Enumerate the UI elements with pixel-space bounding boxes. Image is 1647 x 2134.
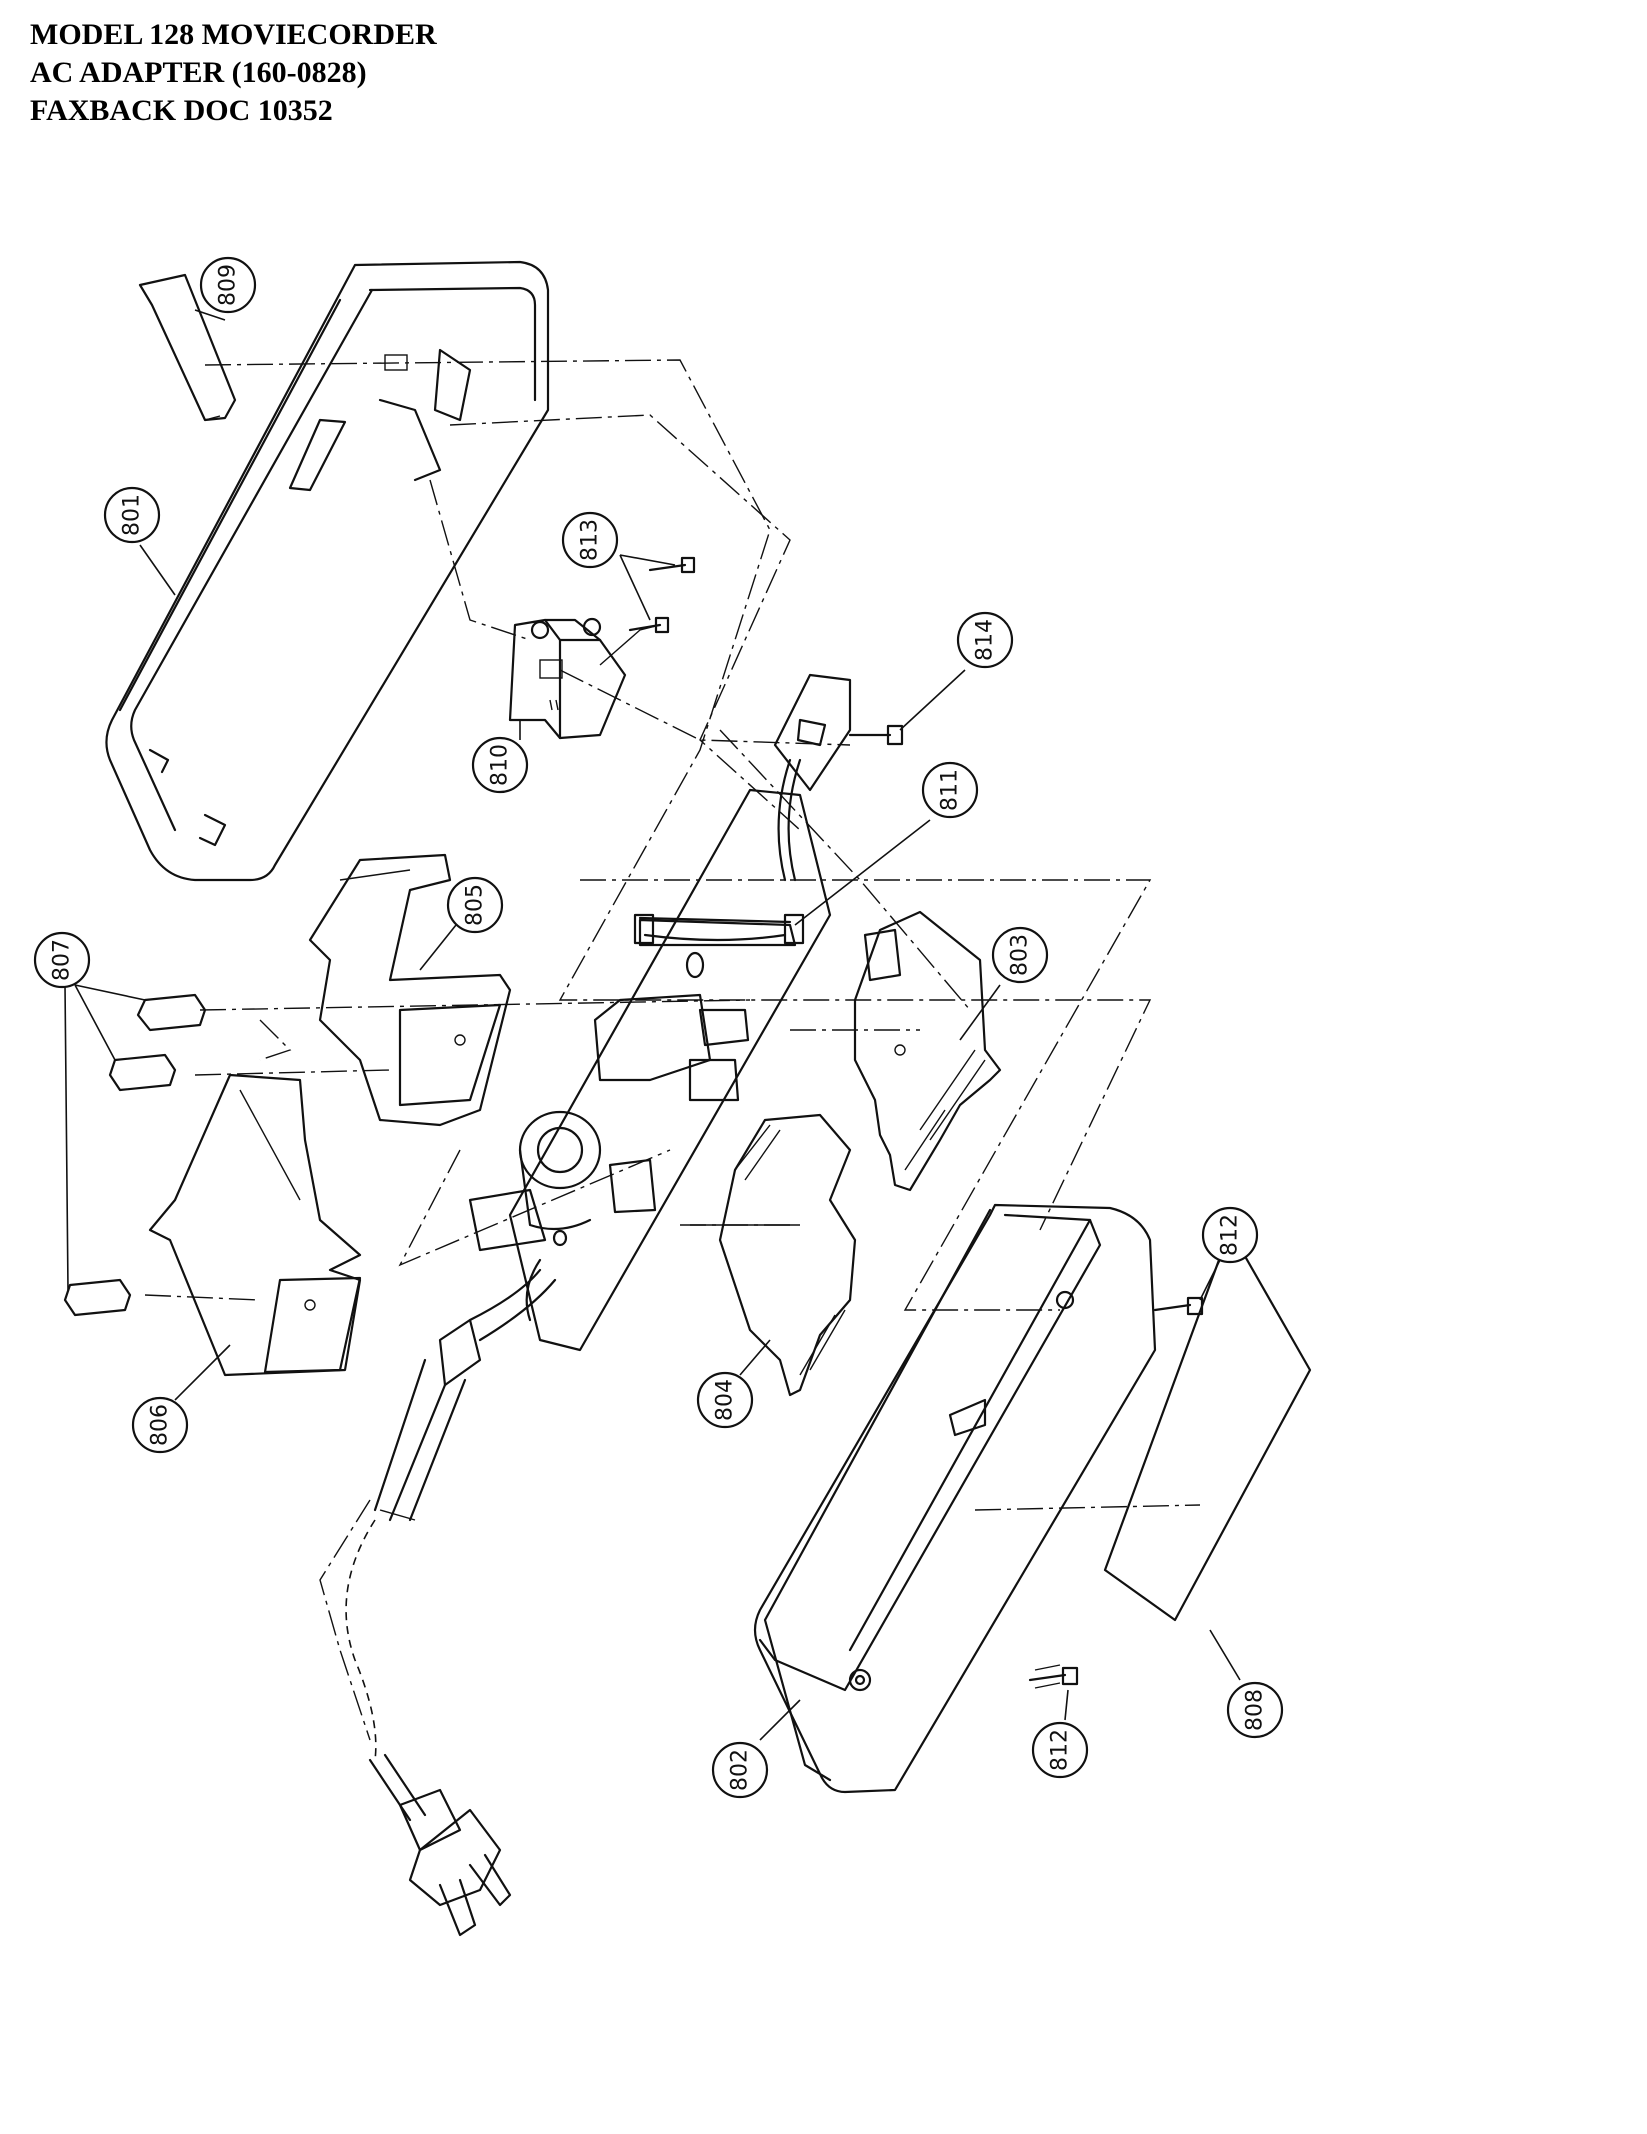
callout-811: 811 (794, 761, 979, 926)
screws-812 (1028, 1296, 1204, 1689)
callout-801: 801 (103, 486, 176, 596)
callout-label-805: 805 (463, 884, 488, 926)
callout-label-806: 806 (148, 1404, 173, 1446)
insulator-806 (148, 1073, 362, 1377)
callout-label-803: 803 (1008, 934, 1033, 976)
callout-label-810: 810 (488, 744, 513, 786)
insulator-805 (308, 853, 512, 1127)
callout-802: 802 (711, 1699, 801, 1799)
header-adapter-line: AC ADAPTER (160-0828) (30, 56, 367, 89)
callout-810: 810 (471, 720, 529, 794)
callout-803: 803 (959, 926, 1049, 1041)
shield-804 (690, 1113, 857, 1397)
callout-808: 808 (1209, 1629, 1284, 1739)
callout-label-811: 811 (938, 769, 963, 811)
clips-807 (63, 993, 207, 1317)
callout-813: 813 (561, 511, 676, 621)
callout-label-808: 808 (1243, 1689, 1268, 1731)
screws-813 (628, 556, 696, 634)
label-808 (1103, 1228, 1312, 1622)
callout-label-812-bottom: 812 (1048, 1729, 1073, 1771)
callout-805: 805 (419, 876, 504, 971)
bracket-814 (773, 673, 904, 882)
callout-806: 806 (131, 1344, 231, 1454)
callout-label-814: 814 (973, 619, 998, 661)
switch-810 (508, 617, 661, 740)
callout-label-802: 802 (728, 1749, 753, 1791)
callout-label-809: 809 (216, 264, 241, 306)
circuit-board (468, 788, 832, 1352)
shield-803 (853, 910, 1002, 1192)
callout-812-bottom: 812 (1031, 1689, 1089, 1779)
power-cord (345, 1268, 557, 1937)
top-cover-801 (105, 260, 550, 882)
assembly-lines (144, 359, 1201, 1741)
bottom-case-802 (753, 1203, 1157, 1794)
badge-809 (138, 273, 237, 422)
callout-804: 804 (696, 1339, 771, 1429)
callout-label-804: 804 (713, 1379, 738, 1421)
callout-label-801: 801 (120, 494, 145, 536)
callout-809: 809 (194, 256, 257, 321)
callout-812-top: 812 (1199, 1206, 1259, 1301)
connector-811 (638, 916, 792, 942)
header-model-line: MODEL 128 MOVIECORDER (30, 18, 437, 51)
callout-label-807: 807 (50, 939, 75, 981)
callout-814: 814 (899, 611, 1014, 731)
callout-label-813: 813 (578, 519, 603, 561)
header-faxback-line: FAXBACK DOC 10352 (30, 94, 333, 127)
callout-807: 807 (33, 931, 146, 1291)
document-header: MODEL 128 MOVIECORDER AC ADAPTER (160-08… (30, 16, 437, 130)
callout-label-812-top: 812 (1218, 1214, 1243, 1256)
